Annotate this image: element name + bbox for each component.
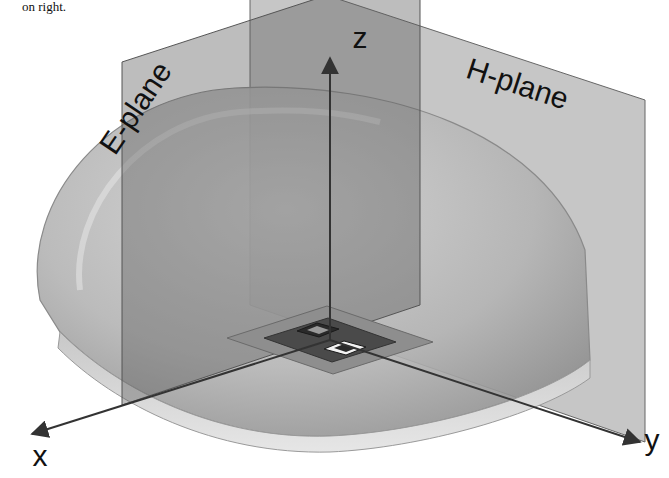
axis-label: x — [33, 441, 48, 471]
ring-slot — [324, 341, 366, 355]
ring-slot-inner — [307, 326, 329, 334]
z-axis — [329, 58, 331, 340]
plane-label: E-plane — [95, 57, 178, 160]
ring-slot — [297, 323, 339, 337]
y-axis — [330, 340, 640, 442]
cropped-text: on right. — [22, 0, 66, 13]
axis-label: y — [645, 425, 660, 455]
x-axis — [32, 340, 330, 434]
plane-label: H-plane — [463, 54, 572, 115]
axis-label: z — [353, 23, 368, 53]
